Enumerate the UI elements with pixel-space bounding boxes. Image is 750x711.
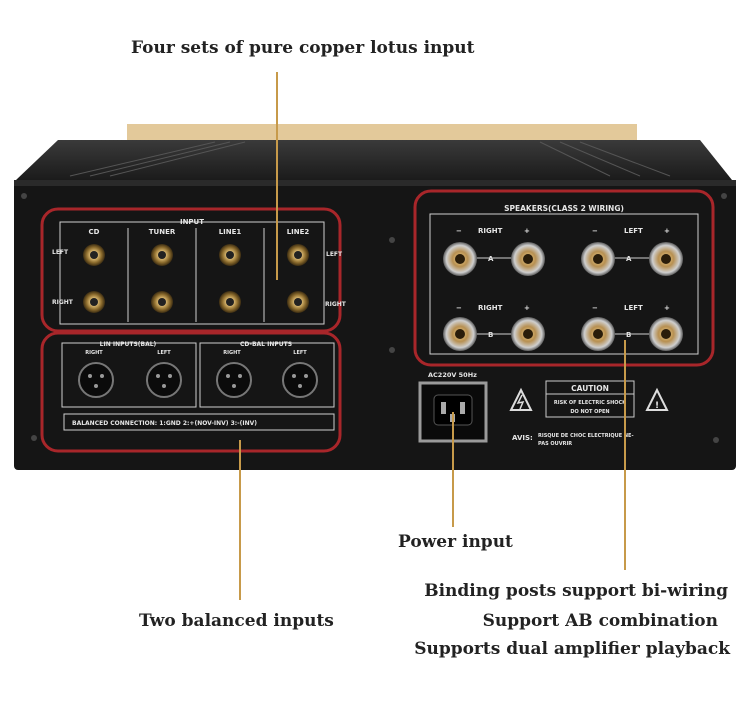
power-rating: AC220V 50Hz (428, 371, 477, 379)
spk-minus-4: − (592, 304, 598, 312)
label-left-1: LEFT (52, 249, 69, 256)
leader-power (452, 412, 454, 527)
callout-dual: Supports dual amplifier playback (414, 639, 730, 659)
callout-bi-wiring: Binding posts support bi-wiring (424, 581, 728, 601)
caution-box (545, 380, 635, 418)
shock-warning-icon (509, 387, 533, 411)
chassis-edge (14, 180, 736, 186)
vent-slats (69, 141, 671, 177)
input-box (59, 221, 325, 325)
balanced-highlight (40, 331, 342, 453)
lin-bal-box (61, 342, 197, 408)
chassis (14, 180, 736, 470)
speakers-box (429, 213, 699, 355)
exclamation-mark: ! (655, 401, 659, 411)
label-right-1: RIGHT (52, 299, 74, 306)
cd-bal-label: CD-BAL INPUTS (240, 341, 292, 348)
leader-bi-wiring (624, 340, 626, 570)
bal-conn-text: BALANCED CONNECTION: 1:GND 2:+(NOV-INV) … (72, 420, 257, 427)
speakers-title: SPEAKERS(CLASS 2 WIRING) (504, 204, 624, 213)
caution-title: CAUTION (571, 384, 609, 393)
callout-balanced: Two balanced inputs (139, 611, 334, 631)
rca-jacks (83, 244, 309, 313)
leader-balanced (239, 440, 241, 600)
callout-power: Power input (398, 532, 513, 552)
spk-a-2: A (626, 255, 632, 263)
input-line1: LINE1 (219, 228, 242, 236)
spk-plus-2: + (664, 227, 670, 235)
label-left-2: LEFT (326, 251, 343, 258)
xlr-right-2: RIGHT (223, 350, 241, 356)
lin-bal-label: LIN INPUTS(BAL) (100, 341, 157, 348)
spk-plus-1: + (524, 227, 530, 235)
spk-plus-4: + (664, 304, 670, 312)
callout-lotus: Four sets of pure copper lotus input (131, 38, 475, 58)
callout-ab: Support AB combination (482, 611, 718, 631)
input-cd: CD (89, 228, 100, 236)
spk-left-a: LEFT (624, 227, 643, 235)
avis-text-2: PAS OUVRIR (538, 441, 572, 447)
spk-minus-2: − (592, 227, 598, 235)
spk-minus-3: − (456, 304, 462, 312)
xlr-left-2: LEFT (293, 350, 307, 356)
input-tuner: TUNER (149, 228, 176, 236)
xlr-right-1: RIGHT (85, 350, 103, 356)
input-line2: LINE2 (287, 228, 310, 236)
spk-a-1: A (488, 255, 494, 263)
bal-conn-box (63, 413, 335, 431)
caution-risk2: DO NOT OPEN (570, 409, 609, 415)
label-right-2: RIGHT (325, 301, 347, 308)
spk-right-a: RIGHT (478, 227, 503, 235)
binding-posts (443, 242, 683, 351)
xlr-left-1: LEFT (157, 350, 171, 356)
avis-label: AVIS: (512, 434, 533, 442)
avis-text-1: RISQUE DE CHOC ELECTRIQUE NE- (538, 433, 634, 439)
xlr-connectors (78, 362, 318, 398)
spk-minus-1: − (456, 227, 462, 235)
leader-lotus (276, 72, 278, 280)
exclamation-warning-icon (645, 387, 669, 411)
spk-b-2: B (626, 331, 631, 339)
input-highlight (40, 207, 342, 333)
spk-plus-3: + (524, 304, 530, 312)
spk-left-b: LEFT (624, 304, 643, 312)
spk-right-b: RIGHT (478, 304, 503, 312)
speakers-highlight (413, 189, 715, 367)
top-cover (16, 140, 732, 180)
caution-risk1: RISK OF ELECTRIC SHOCK (554, 400, 627, 406)
cd-bal-box (199, 342, 335, 408)
spk-b-1: B (488, 331, 493, 339)
screws (21, 193, 727, 443)
input-title: INPUT (180, 218, 204, 226)
